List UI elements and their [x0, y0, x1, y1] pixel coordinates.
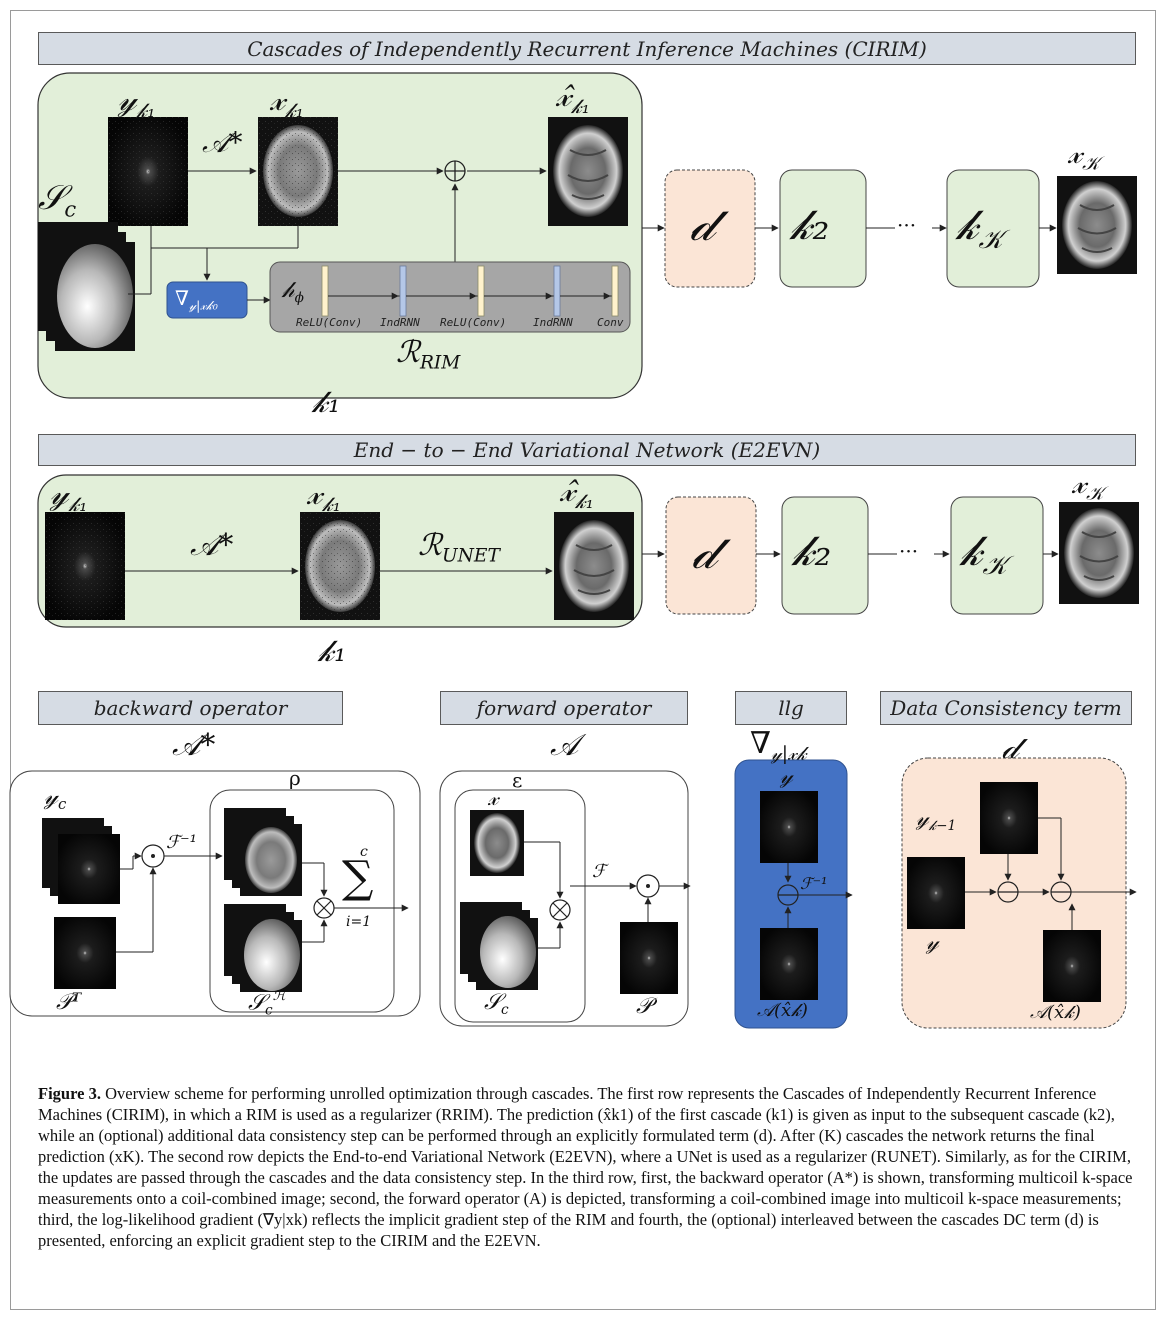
row1-d-label: 𝒹 [690, 196, 715, 252]
forward-epsilon-label: ε [512, 768, 523, 792]
row1-xK-label: 𝓍𝒦 [1068, 136, 1100, 175]
rim-layer-label: IndRNN [533, 316, 573, 329]
row1-xhat-label: 𝓍̂𝓀₁ [556, 76, 590, 118]
rim-layer-label: ReLU(Conv) [440, 316, 506, 329]
row2-d-label: 𝒹 [692, 524, 717, 580]
rim-layer-label: ReLU(Conv) [296, 316, 362, 329]
row2-k2-label: 𝓀₂ [792, 526, 832, 575]
row2-k2-box [781, 496, 869, 615]
cirim-banner: Cascades of Independently Recurrent Infe… [38, 32, 1136, 65]
dc-axhat-kspace [1043, 930, 1101, 1002]
rim-box [269, 261, 631, 333]
dc-axhat-label: 𝒜(x̂𝓀) [1030, 1002, 1081, 1023]
rim-layer-label: Conv [597, 316, 624, 329]
rim-layer-bars [321, 265, 619, 317]
row1-xhat-brain [548, 117, 628, 226]
forward-banner: forward operator [440, 691, 688, 725]
backward-yc-stack [42, 818, 120, 904]
figure-label: Figure 3. [38, 1084, 101, 1103]
forward-p-label: 𝒫 [636, 994, 652, 1019]
llg-y-kspace [760, 791, 818, 863]
forward-otimes-symbol [549, 899, 571, 921]
row1-k1-label: 𝓀₁ [312, 385, 341, 420]
dc-y-label: 𝓎 [926, 930, 939, 955]
e2evn-banner: End − to − End Variational Network (E2EV… [38, 434, 1136, 466]
row1-y-kspace [108, 117, 188, 226]
dc-yk-1-label: 𝓎𝓀−1 [916, 806, 957, 834]
row2-x-brain [300, 512, 380, 620]
backward-sensitivity-stack [224, 904, 302, 992]
dc-y-kspace [907, 857, 965, 929]
row1-kK-label: 𝓀𝒦 [956, 200, 1003, 256]
backward-pt-kspace [54, 917, 116, 989]
row2-dc-box [665, 496, 757, 615]
forward-p-kspace [620, 922, 678, 994]
row1-grad-label: ∇𝓎|𝓍𝓀₀ [175, 286, 218, 313]
row2-xhat-label: 𝓍̂𝓀₁ [560, 471, 594, 513]
row1-hphi-label: 𝒽ϕ [282, 278, 304, 306]
backward-yc-label: 𝓎c [44, 782, 67, 814]
llg-finv-label: ℱ⁻¹ [800, 874, 828, 893]
forward-x-label: 𝓍 [488, 786, 499, 811]
llg-banner: llg [735, 691, 847, 725]
llg-symbol: ∇𝓎|𝓍𝓀 [750, 726, 807, 765]
row1-x-brain [258, 117, 338, 226]
row1-astar-label: 𝒜* [202, 126, 243, 159]
dc-symbol: 𝒹 [1002, 728, 1019, 766]
forward-sensitivity-stack [460, 902, 538, 990]
row2-dots: ··· [899, 539, 919, 563]
row1-xK-brain [1057, 176, 1137, 274]
backward-rho-label: ρ [289, 766, 301, 790]
row1-rrim-label: ℛRIM [396, 335, 461, 374]
row2-x-label: 𝓍𝓀₁ [307, 474, 341, 516]
dc-yk-1-kspace [980, 782, 1038, 854]
backward-sch-label: 𝒮cℋ [248, 988, 287, 1019]
llg-axhat-kspace [760, 928, 818, 1000]
forward-symbol: 𝒜 [550, 728, 579, 763]
forward-f-label: ℱ [592, 861, 607, 882]
llg-y-label: 𝓎 [780, 764, 793, 789]
figure-frame [10, 10, 1156, 1310]
caption-text: Overview scheme for performing unrolled … [38, 1084, 1133, 1250]
row2-kK-label: 𝓀𝒦 [960, 526, 1007, 582]
backward-banner: backward operator [38, 691, 343, 725]
row1-k2-label: 𝓀₂ [790, 200, 830, 249]
dc-banner: Data Consistency term [880, 691, 1132, 725]
backward-sum-top: c [360, 844, 368, 860]
forward-sc-label: 𝒮c [484, 990, 509, 1018]
row1-dots: ··· [897, 213, 917, 237]
row1-x-label: 𝓍𝓀₁ [270, 80, 304, 122]
row2-runet-label: ℛUNET [418, 528, 500, 567]
row2-y-kspace [45, 512, 125, 620]
row2-y-label: 𝓎𝓀₁ [50, 474, 88, 516]
row1-sc-label: 𝒮c [38, 178, 77, 222]
row2-xhat-brain [554, 512, 634, 620]
row1-coil-stack [38, 222, 135, 351]
row2-k1-label: 𝓀₁ [318, 634, 347, 669]
row2-astar-label: 𝒜* [190, 528, 234, 563]
row2-kK-box [950, 496, 1044, 615]
row2-xK-label: 𝓍𝒦 [1072, 466, 1104, 505]
backward-sum-bottom: i=1 [346, 914, 372, 930]
row2-xK-brain [1059, 502, 1139, 604]
backward-coil-images [224, 808, 302, 896]
figure-graphics: ReLU(Conv) IndRNN ReLU(Conv) IndRNN Conv [9, 72, 1139, 1029]
backward-pt-label: 𝒫ᵀ [56, 990, 82, 1015]
llg-axhat-label: 𝒜(x̂𝓀) [757, 1000, 808, 1021]
figure-caption: Figure 3. Overview scheme for performing… [38, 1083, 1134, 1251]
backward-sum-symbol: ∑ [342, 852, 374, 903]
backward-finv-label: ℱ⁻¹ [166, 832, 197, 853]
rim-layer-label: IndRNN [380, 316, 420, 329]
forward-x-brain [470, 810, 524, 876]
row1-y-label: 𝓎𝓀₁ [118, 80, 156, 122]
backward-symbol: 𝒜* [172, 728, 216, 763]
